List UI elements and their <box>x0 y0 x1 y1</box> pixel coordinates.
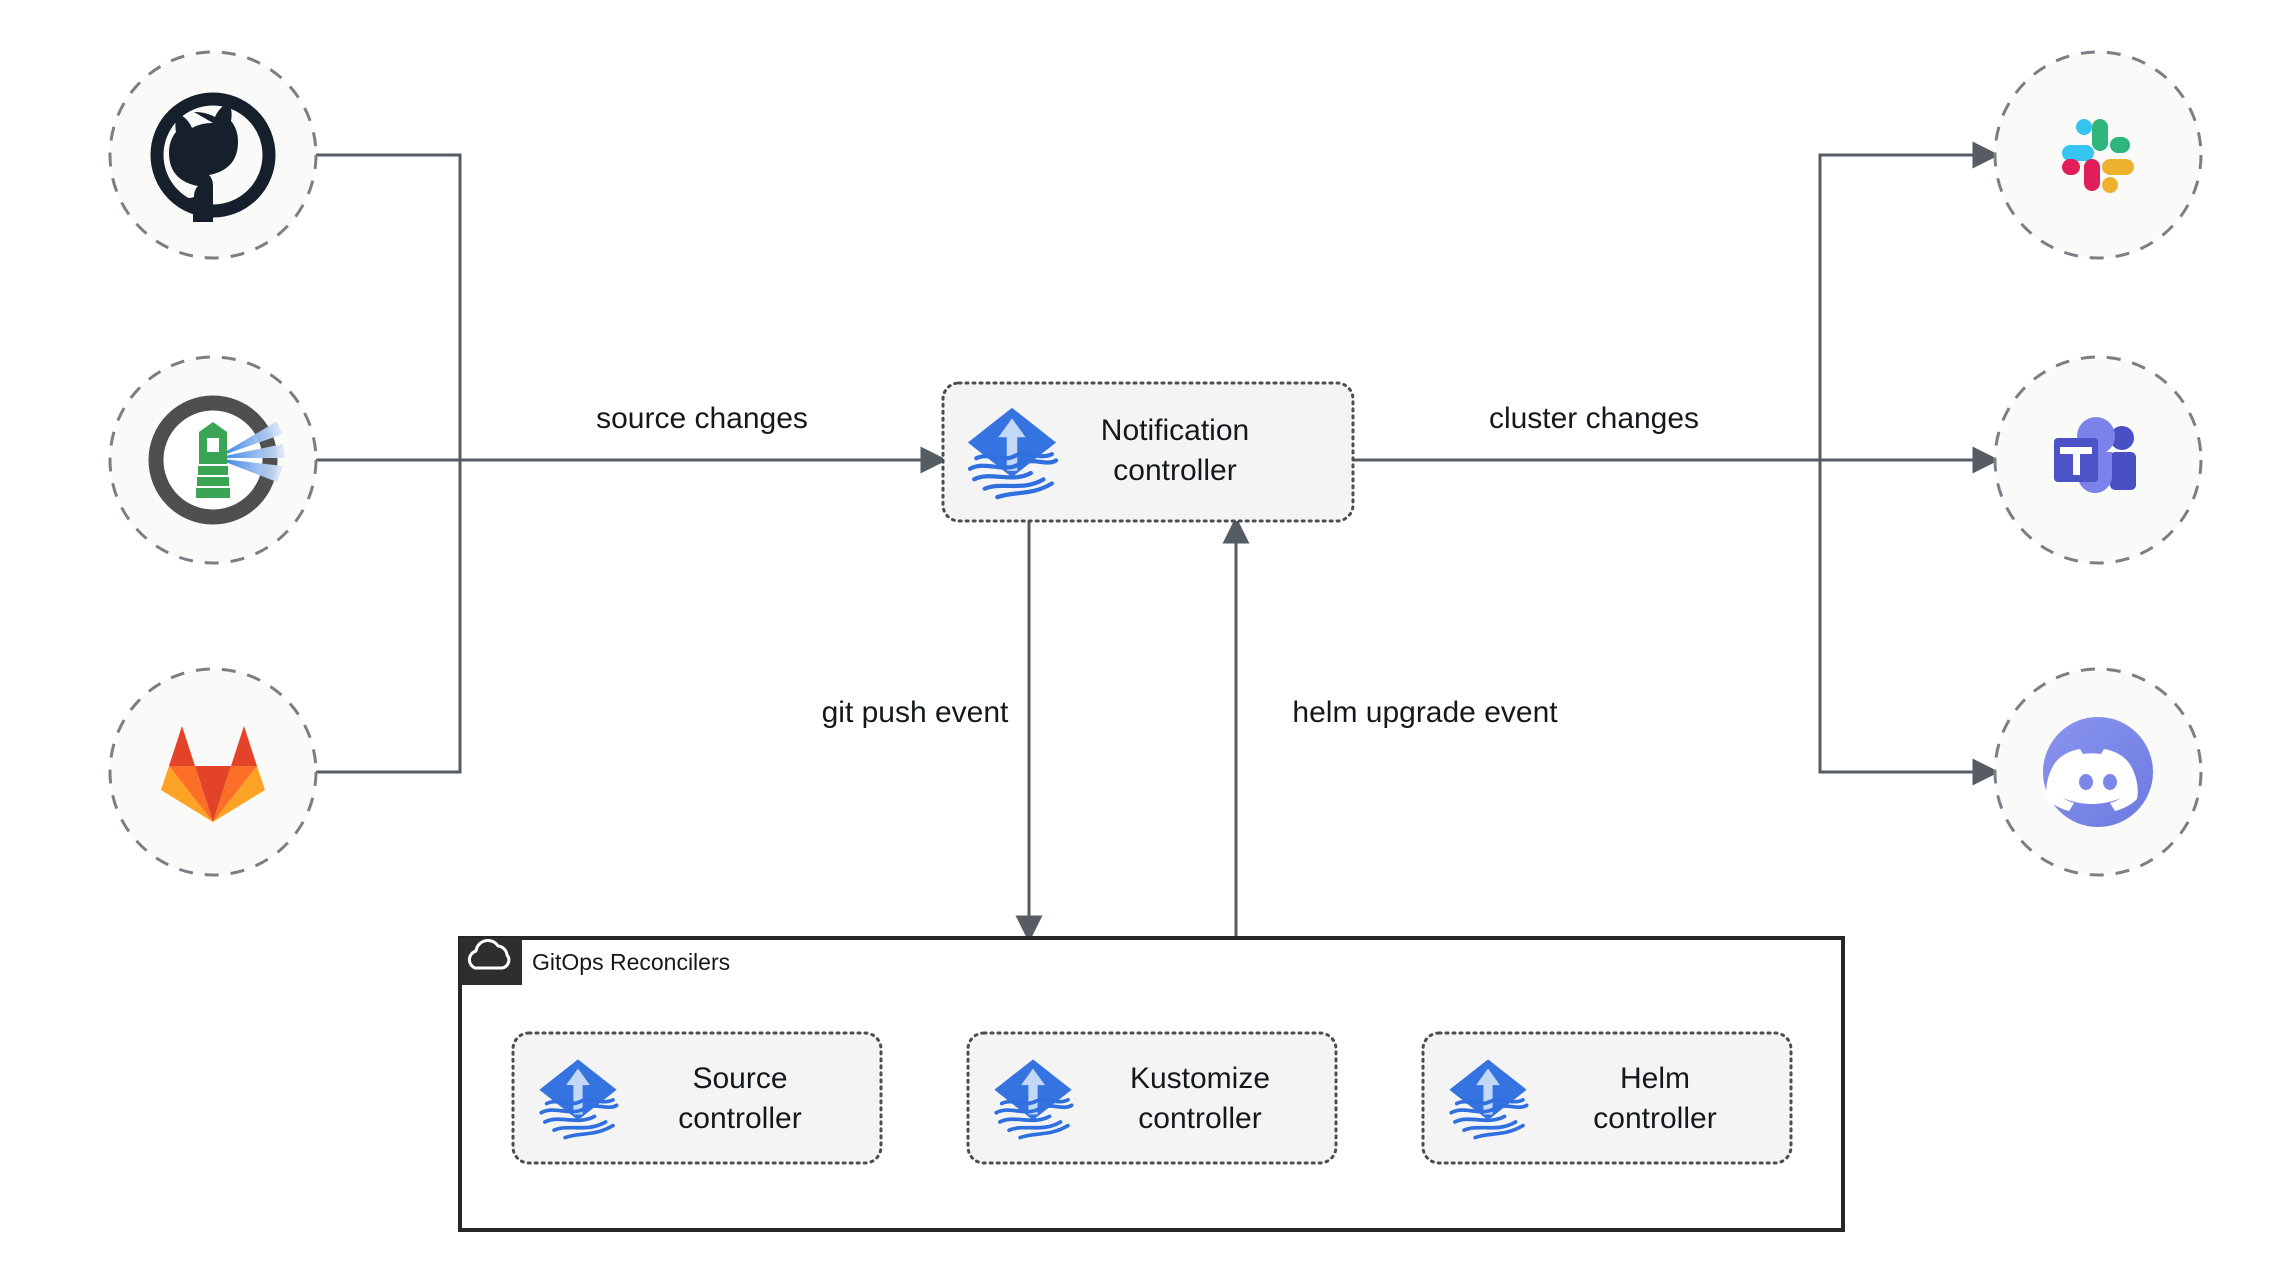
notification-controller-node[interactable]: Notification controller <box>941 381 1355 523</box>
flux-icon <box>539 1059 619 1140</box>
edge-label-helm-upgrade-event: helm upgrade event <box>1292 696 1558 729</box>
gitops-reconcilers-title: GitOps Reconcilers <box>532 949 730 975</box>
source-node-github[interactable] <box>108 50 318 260</box>
target-node-discord[interactable] <box>1993 667 2203 877</box>
source-node-bucket[interactable] <box>108 355 318 565</box>
helm-controller-label-line1: Helm <box>1620 1062 1690 1095</box>
teams-icon <box>2054 417 2136 493</box>
target-node-teams[interactable] <box>1993 355 2203 565</box>
source-node-gitlab[interactable] <box>108 667 318 877</box>
notification-controller-label-line2: controller <box>1113 454 1236 487</box>
edge-cluster-changes <box>1353 141 2000 786</box>
kustomize-controller-label-line1: Kustomize <box>1130 1062 1270 1095</box>
notification-controller-label-line1: Notification <box>1101 414 1249 447</box>
edge-label-source-changes: source changes <box>596 402 808 435</box>
edge-label-cluster-changes: cluster changes <box>1489 402 1699 435</box>
cloud-icon <box>467 939 511 970</box>
reconciler-node-helm[interactable]: Helm controller <box>1421 1031 1793 1165</box>
helm-controller-label-line2: controller <box>1593 1102 1716 1135</box>
discord-icon <box>2043 717 2153 827</box>
kustomize-controller-label-line2: controller <box>1138 1102 1261 1135</box>
slack-icon <box>2062 119 2134 193</box>
flux-icon <box>967 407 1059 500</box>
gitlab-icon <box>161 726 265 822</box>
reconciler-node-source[interactable]: Source controller <box>511 1031 883 1165</box>
flux-icon <box>1449 1059 1529 1140</box>
github-icon <box>150 92 276 222</box>
reconciler-node-kustomize[interactable]: Kustomize controller <box>966 1031 1338 1165</box>
target-node-slack[interactable] <box>1993 50 2203 260</box>
edge-source-changes <box>316 153 948 774</box>
edge-label-git-push-event: git push event <box>822 696 1009 729</box>
source-controller-label-line1: Source <box>692 1062 787 1095</box>
slack-node-outline <box>1993 50 2203 260</box>
lighthouse-icon <box>148 395 285 525</box>
flux-icon <box>994 1059 1074 1140</box>
source-controller-label-line2: controller <box>678 1102 801 1135</box>
